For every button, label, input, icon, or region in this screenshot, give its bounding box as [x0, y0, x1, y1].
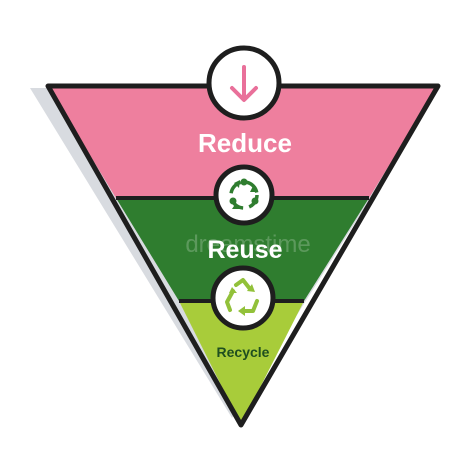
level-recycle-band [179, 301, 304, 425]
recycle-icon [210, 265, 276, 331]
level-label-recycle: Recycle [217, 344, 270, 360]
level-reuse-band [116, 198, 369, 301]
watermark-text: dreamstime [185, 231, 310, 258]
level-reduce-band [48, 86, 438, 198]
level-label-reuse: Reuse [207, 236, 282, 264]
level-label-reduce: Reduce [198, 128, 292, 158]
down-arrow-icon [206, 45, 282, 121]
circular-arrows-icon [213, 164, 275, 226]
